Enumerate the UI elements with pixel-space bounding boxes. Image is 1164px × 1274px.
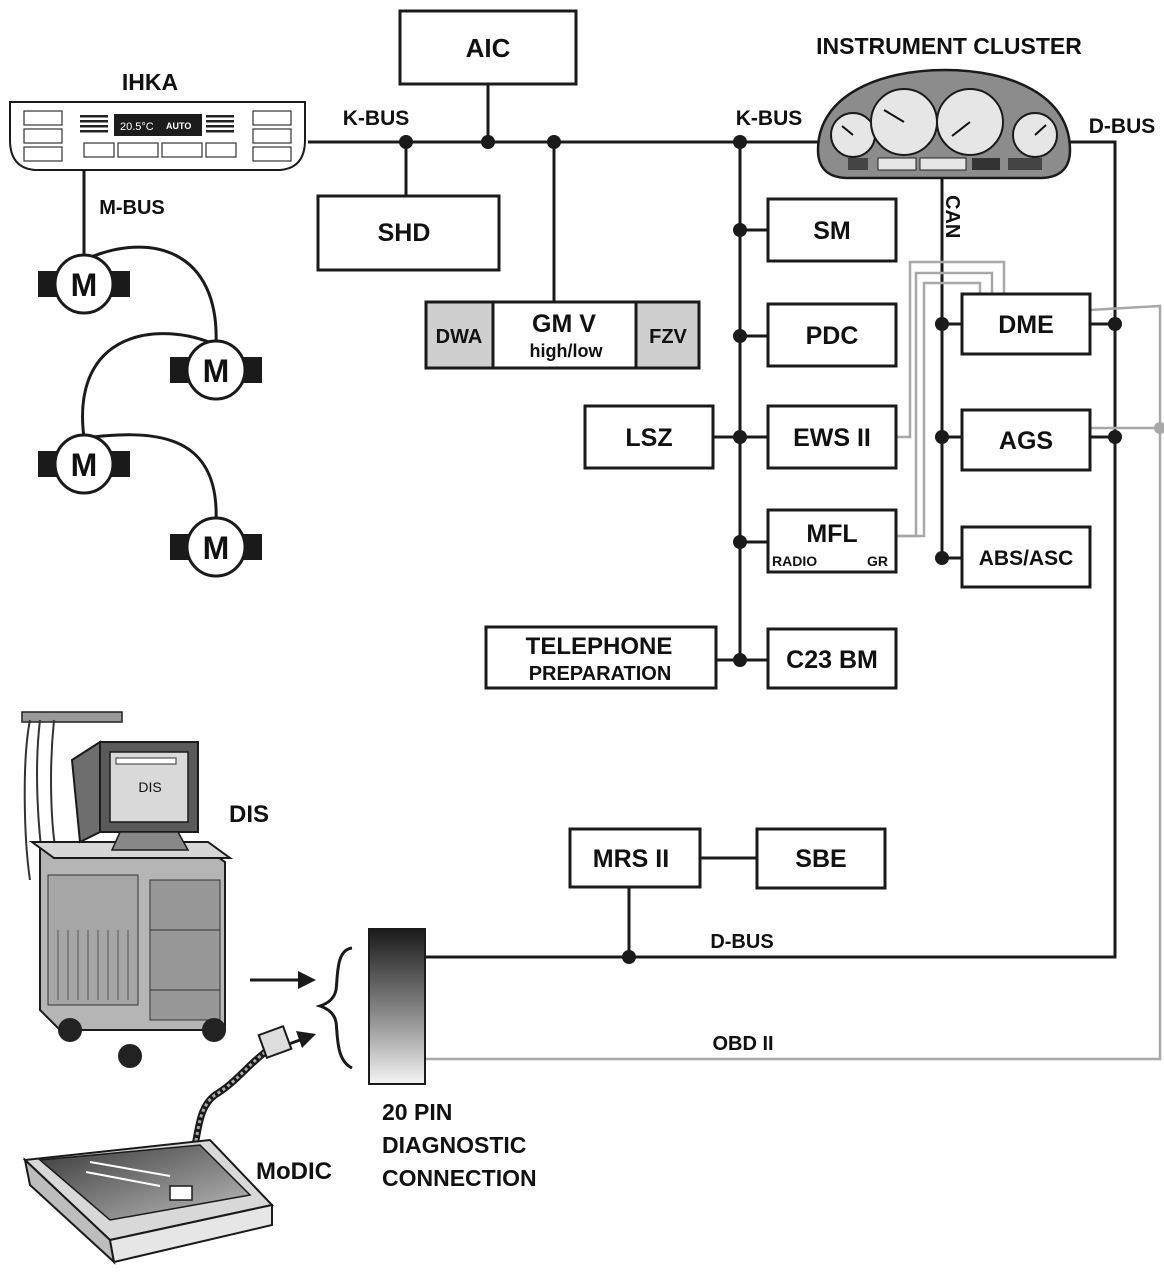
motor-1-label: M: [71, 267, 98, 303]
ews-module-box: [766, 404, 898, 470]
mrs-module-box: [568, 827, 702, 889]
m-bus-label: M-BUS: [99, 197, 165, 219]
gmv-sublabel: high/low: [530, 341, 604, 361]
k-bus-left-label: K-BUS: [343, 107, 410, 130]
aic-module-box: [398, 9, 578, 86]
connector-label-line3: CONNECTION: [382, 1165, 537, 1191]
mfl-module-box: [766, 508, 898, 574]
k-bus-right-label: K-BUS: [736, 107, 803, 130]
instrument-cluster-title: INSTRUMENT CLUSTER: [816, 33, 1082, 59]
ihka-control-panel: [9, 101, 306, 171]
pdc-label: PDC: [806, 322, 859, 350]
motor-4-label: M: [203, 530, 230, 566]
motor-3: M: [38, 433, 130, 495]
ihka-title: IHKA: [122, 69, 178, 95]
sm-label: SM: [813, 217, 851, 245]
telephone-label: TELEPHONE: [526, 633, 673, 660]
gmv-module-box: [491, 300, 638, 370]
motor-3-label: M: [71, 447, 98, 483]
shd-label: SHD: [378, 219, 431, 247]
c23-module-box: [766, 627, 898, 690]
lsz-module-box: [583, 404, 715, 470]
lsz-label: LSZ: [625, 424, 672, 452]
ags-label: AGS: [999, 427, 1053, 455]
dis-tester-graphic: [21, 711, 234, 1068]
bus-junctions: [399, 135, 1164, 964]
k-bus-lines: [308, 84, 818, 662]
c23-label: C23 BM: [786, 646, 878, 674]
preparation-label: PREPARATION: [529, 663, 672, 685]
ews-label: EWS II: [793, 424, 871, 452]
m-bus-wiring: [81, 170, 218, 523]
modic-graphic: [22, 1024, 293, 1265]
mfl-label: MFL: [806, 520, 857, 548]
dwa-label: DWA: [436, 326, 483, 348]
connector-arrows: [250, 971, 316, 1052]
ags-module-box: [960, 408, 1092, 472]
d-bus-top-label: D-BUS: [1089, 115, 1156, 138]
motor-1: M: [38, 253, 130, 315]
mfl-radio-label: RADIO: [772, 553, 817, 569]
pdc-module-box: [766, 302, 898, 368]
motor-4: M: [170, 516, 262, 578]
connector-brace: [315, 946, 353, 1070]
telephone-preparation-box: [484, 625, 718, 690]
abs-label: ABS/ASC: [979, 547, 1074, 570]
dme-label: DME: [998, 311, 1054, 339]
motor-2-label: M: [203, 353, 230, 389]
ihka-temp-readout: 20.5°C: [120, 121, 154, 133]
abs-module-box: [960, 525, 1092, 589]
instrument-cluster-graphic: [816, 68, 1072, 180]
dme-module-box: [960, 292, 1092, 356]
diagnostic-connector: [368, 928, 426, 1085]
can-label: CAN: [941, 195, 963, 238]
mrs-label: MRS II: [593, 845, 669, 873]
ihka-mode-readout: AUTO: [166, 121, 191, 131]
sbe-label: SBE: [795, 845, 846, 873]
grey-signal-lines: [425, 260, 1162, 1061]
modic-title: MoDIC: [256, 1158, 332, 1185]
gmv-label: GM V: [532, 310, 596, 338]
aic-label: AIC: [466, 33, 511, 63]
fzv-module-box: [634, 300, 701, 370]
fzv-label: FZV: [649, 326, 687, 348]
mfl-gr-label: GR: [867, 553, 888, 569]
sm-module-box: [766, 197, 898, 263]
dis-title: DIS: [229, 801, 269, 828]
d-bus-bottom-label: D-BUS: [710, 931, 773, 953]
shd-module-box: [316, 194, 501, 272]
connector-label-line2: DIAGNOSTIC: [382, 1132, 526, 1158]
sbe-module-box: [755, 827, 887, 890]
dis-screen-label: DIS: [138, 779, 161, 795]
connector-label-line1: 20 PIN: [382, 1099, 452, 1125]
obd-label: OBD II: [712, 1033, 773, 1055]
motor-2: M: [170, 339, 262, 401]
